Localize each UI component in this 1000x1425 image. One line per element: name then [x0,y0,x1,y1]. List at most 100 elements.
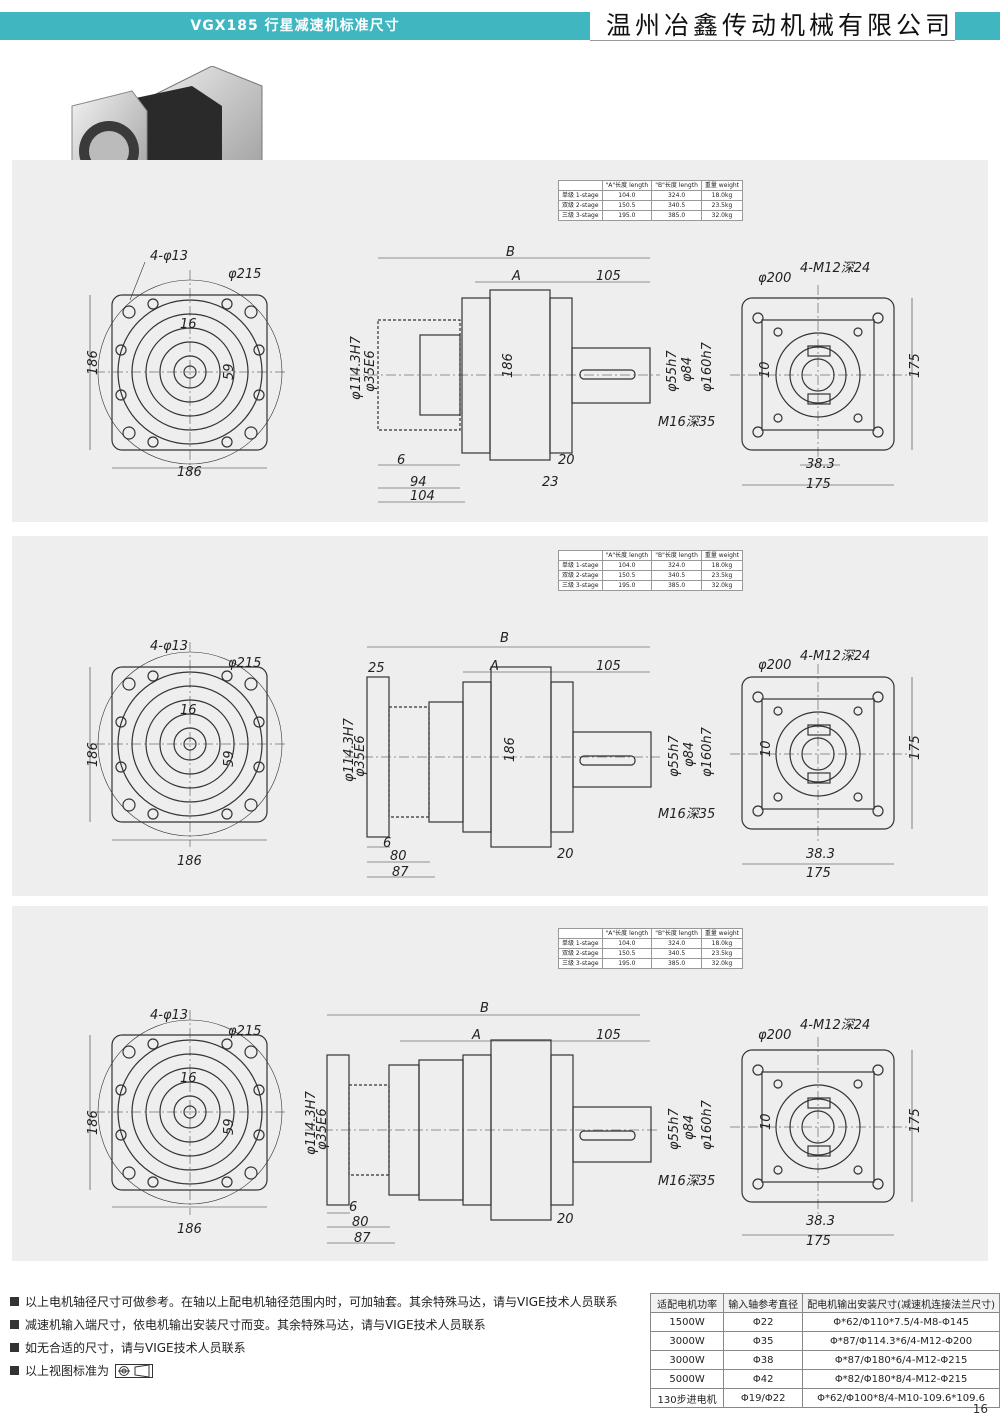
dim-m12: 4-M12深24 [800,261,870,276]
svg-text:φ215: φ215 [228,1024,261,1039]
side-view-2 [345,646,660,878]
svg-text:φ55h7: φ55h7 [667,1108,682,1150]
bullet-icon [10,1320,19,1329]
dim-175-v: 175 [908,353,923,378]
bullet-icon [10,1343,19,1352]
input-flange-view-2 [89,642,285,847]
svg-text:6: 6 [349,1200,357,1215]
page-title: VGX185 行星减速机标准尺寸 [190,18,400,34]
side-view-3 [305,1014,660,1244]
header-bar [0,12,590,40]
drawing-panel-2 [12,536,988,896]
dim-23: 23 [542,475,559,490]
dim-B: B [506,245,515,260]
dim-175-h: 175 [806,477,831,492]
bullet-icon [10,1297,19,1306]
svg-text:φ84: φ84 [682,1115,697,1140]
dim-104: 104 [410,489,435,504]
note-item: 减速机输入端尺寸，依电机输出安装尺寸而变。其余特殊马达，请与VIGE技术人员联系 [10,1313,618,1336]
page-number: 16 [972,1402,988,1416]
svg-text:20: 20 [557,1212,574,1227]
drawing-1: 4-φ13 φ215 16 59 186 186 B A 105 φ114.3H… [86,245,923,504]
svg-text:4-φ13: 4-φ13 [150,639,188,654]
svg-text:175: 175 [806,866,831,881]
drawing-3: 4-φ13 φ215 16 59 186 186 B A 105 φ114.3H… [86,1001,923,1249]
svg-text:φ160h7: φ160h7 [700,1099,715,1150]
svg-text:10: 10 [759,740,774,757]
dim-d160: φ160h7 [700,341,715,392]
svg-text:175: 175 [806,1234,831,1249]
svg-text:175: 175 [908,735,923,760]
dim-d35: φ35E6 [363,350,378,392]
svg-text:φ55h7: φ55h7 [667,735,682,777]
svg-text:M16深35: M16深35 [658,1174,715,1189]
svg-text:105: 105 [596,659,621,674]
dim-m16: M16深35 [658,415,715,430]
svg-text:16: 16 [180,703,197,718]
company-name: 温州冶鑫传动机械有限公司 [606,11,955,40]
svg-text:186: 186 [503,737,518,762]
svg-text:20: 20 [557,847,574,862]
svg-text:80: 80 [390,849,407,864]
svg-text:80: 80 [352,1215,369,1230]
side-view-1 [350,257,660,503]
dim-6: 6 [397,453,405,468]
svg-text:87: 87 [392,865,409,880]
dim-d84: φ84 [680,357,695,382]
dim-A: A [511,269,521,284]
svg-text:A: A [471,1028,481,1043]
dim-d114: φ114.3H7 [349,335,364,400]
svg-text:φ200: φ200 [758,658,791,673]
svg-text:A: A [489,659,499,674]
dim-pcd-in: φ215 [228,267,261,282]
svg-text:M16深35: M16深35 [658,807,715,822]
note-item: 以上电机轴径尺寸可做参考。在轴以上配电机轴径范围内时，可加轴套。其余特殊马达，请… [10,1290,618,1313]
bullet-icon [10,1366,19,1375]
svg-text:59: 59 [222,750,237,767]
motor-table: 适配电机功率 输入轴参考直径 配电机输出安装尺寸(减速机连接法兰尺寸) 1500… [649,1293,1000,1408]
note-item: 以上视图标准为 [10,1359,618,1382]
header-divider [590,40,955,41]
dim-186-h: 186 [177,465,202,480]
svg-text:10: 10 [759,1113,774,1130]
dim-pcd-out: φ200 [758,271,791,286]
svg-text:B: B [480,1001,489,1016]
svg-text:φ84: φ84 [682,742,697,767]
svg-text:186: 186 [177,1222,202,1237]
dim-d55: φ55h7 [665,350,680,392]
dim-38: 38.3 [806,457,835,472]
note-item: 如无合适的尺寸，请与VIGE技术人员联系 [10,1336,618,1359]
svg-text:186: 186 [86,742,101,767]
svg-text:38.3: 38.3 [806,1214,835,1229]
dim-94: 94 [410,475,427,490]
header-accent [955,12,1000,40]
svg-text:φ35E6: φ35E6 [353,735,368,777]
drawing-2: 4-φ13 φ215 16 59 186 186 B 25 A 105 φ114… [86,631,923,881]
svg-text:16: 16 [180,1071,197,1086]
dim-186-v: 186 [86,350,101,375]
dim-16: 16 [180,317,197,332]
svg-text:φ160h7: φ160h7 [700,726,715,777]
svg-text:186: 186 [86,1110,101,1135]
dim-10: 10 [758,361,773,378]
dim-59: 59 [222,363,237,380]
svg-text:4-M12深24: 4-M12深24 [800,1018,870,1033]
svg-text:25: 25 [368,661,385,676]
svg-text:105: 105 [596,1028,621,1043]
svg-text:φ114.3H7: φ114.3H7 [304,1090,319,1155]
svg-text:φ215: φ215 [228,656,261,671]
input-flange-view-1 [89,261,285,475]
svg-text:6: 6 [383,836,391,851]
svg-text:175: 175 [908,1108,923,1133]
svg-text:38.3: 38.3 [806,847,835,862]
dim-20: 20 [558,453,575,468]
output-flange-view-1 [730,285,913,486]
output-flange-view-3 [730,1037,913,1236]
